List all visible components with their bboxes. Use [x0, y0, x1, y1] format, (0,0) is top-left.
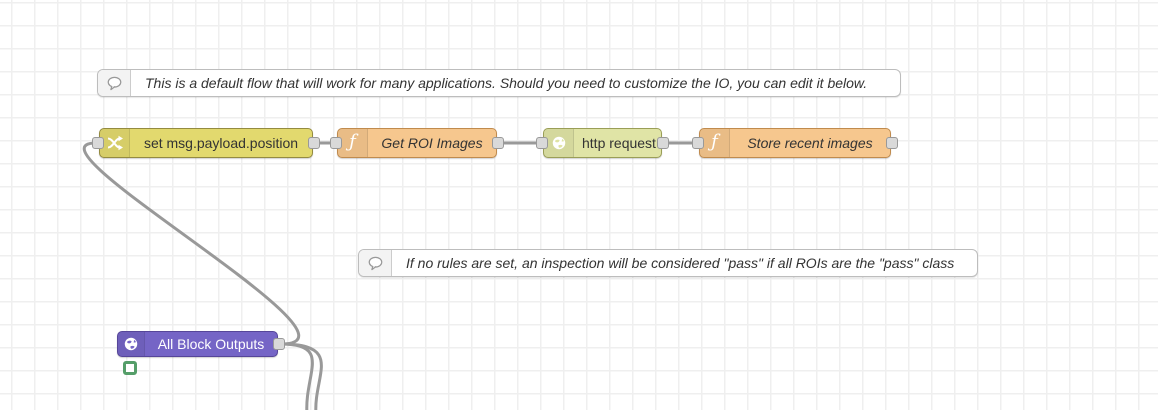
node-set-msg-payload-position[interactable]: set msg.payload.position: [99, 128, 313, 158]
wire-outputs-down-2[interactable]: [281, 344, 321, 410]
node-label: http request: [574, 129, 664, 157]
globe-icon: [118, 332, 145, 356]
input-port[interactable]: [330, 137, 342, 149]
wire-outputs-to-set-position[interactable]: [84, 143, 299, 344]
input-port[interactable]: [536, 137, 548, 149]
shuffle-icon: [100, 129, 130, 157]
input-port[interactable]: [92, 137, 104, 149]
comment-node-pass-rules[interactable]: If no rules are set, an inspection will …: [358, 249, 978, 277]
wire-outputs-down-1[interactable]: [281, 344, 312, 410]
output-port[interactable]: [657, 137, 669, 149]
node-label: set msg.payload.position: [130, 129, 312, 157]
globe-icon: [544, 129, 574, 157]
output-port[interactable]: [273, 338, 285, 350]
node-all-block-outputs[interactable]: All Block Outputs: [117, 331, 278, 357]
node-label: Store recent images: [730, 129, 890, 157]
comment-icon: [98, 70, 131, 96]
comment-icon: [359, 250, 392, 276]
function-icon: ƒ: [338, 129, 368, 157]
comment-text: This is a default flow that will work fo…: [131, 70, 900, 96]
node-store-recent-images[interactable]: ƒ Store recent images: [699, 128, 891, 158]
comment-node-default-flow[interactable]: This is a default flow that will work fo…: [97, 69, 901, 97]
node-label: Get ROI Images: [368, 129, 496, 157]
output-port[interactable]: [886, 137, 898, 149]
node-http-request[interactable]: http request: [543, 128, 662, 158]
node-label: All Block Outputs: [145, 332, 277, 356]
comment-text: If no rules are set, an inspection will …: [392, 250, 977, 276]
output-port[interactable]: [492, 137, 504, 149]
output-port[interactable]: [308, 137, 320, 149]
function-icon: ƒ: [700, 129, 730, 157]
input-port[interactable]: [692, 137, 704, 149]
node-get-roi-images[interactable]: ƒ Get ROI Images: [337, 128, 497, 158]
status-indicator: [123, 361, 137, 375]
